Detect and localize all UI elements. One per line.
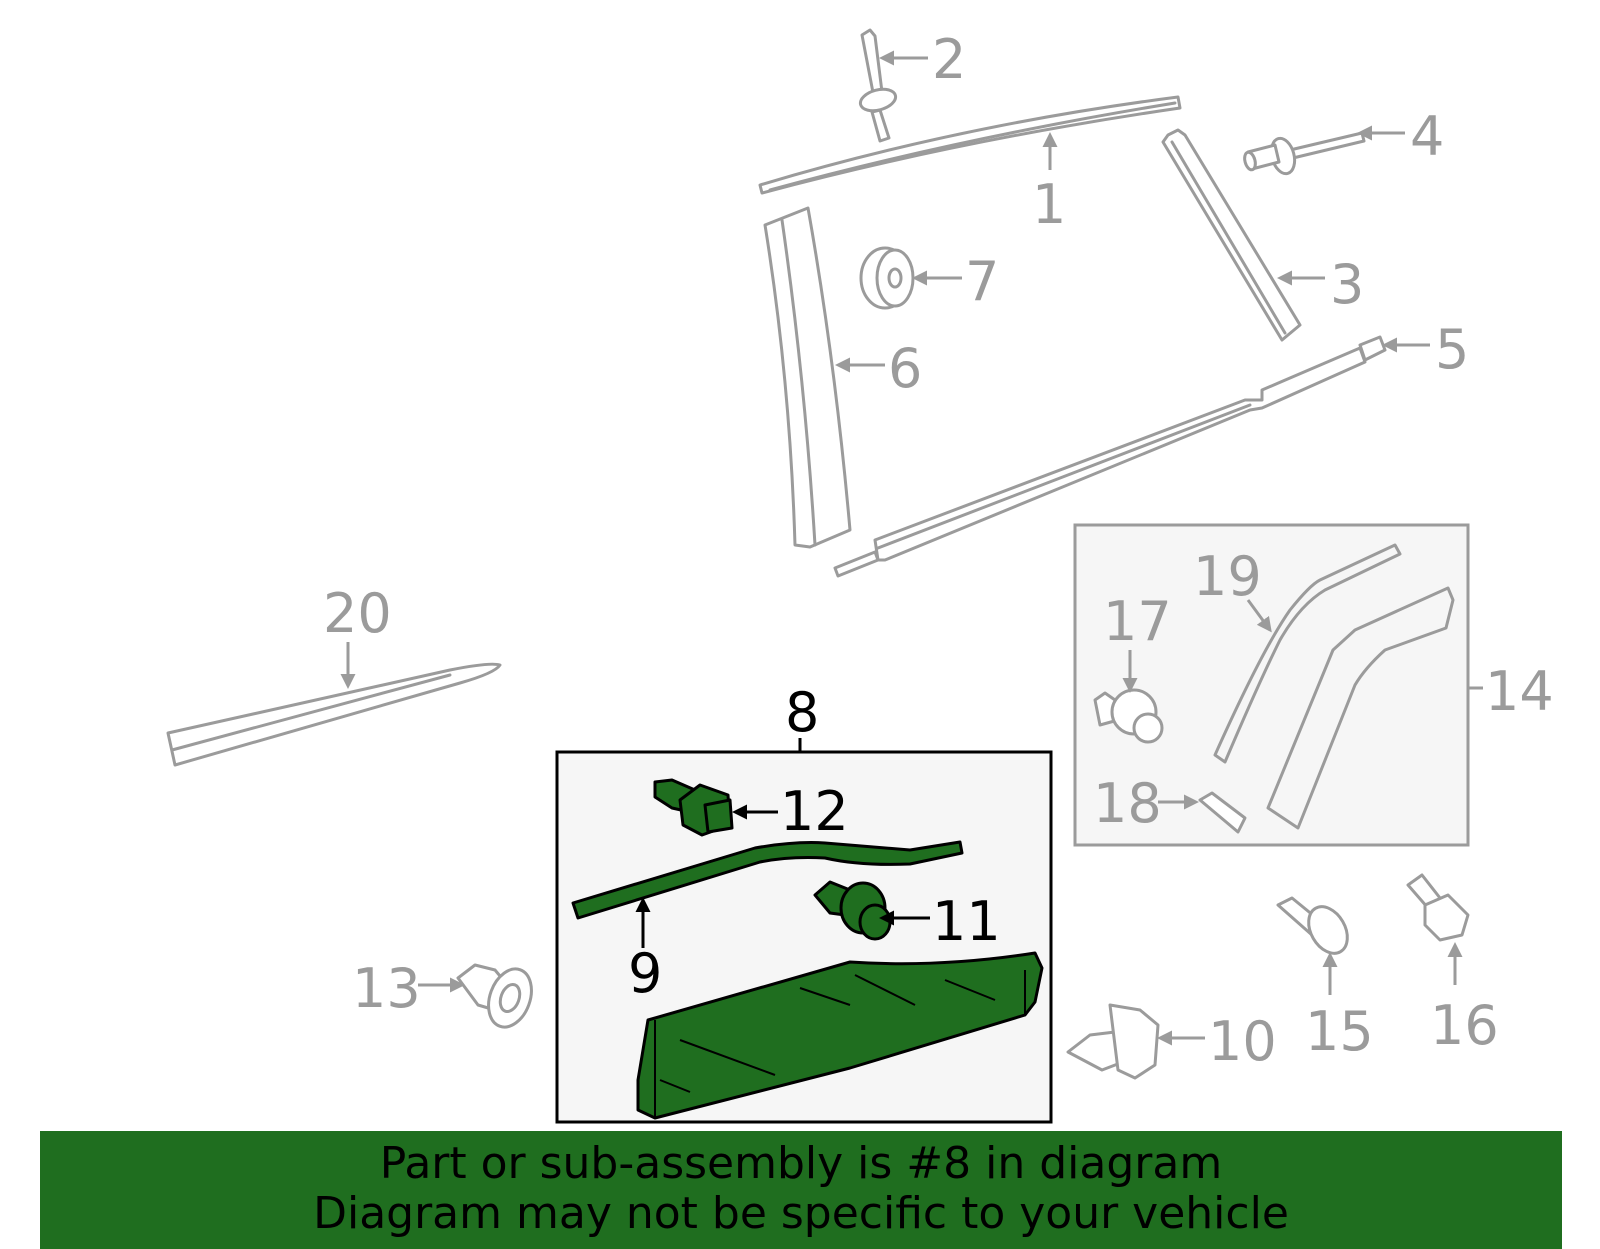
info-banner: Part or sub-assembly is #8 in diagram Di…	[40, 1131, 1562, 1249]
part-20-door-molding: 20	[166, 582, 502, 767]
callout-4: 4	[1410, 105, 1444, 168]
part-13-clip: 13	[352, 957, 533, 1029]
sub-assembly-14-box: 14 19 17 18	[1073, 523, 1554, 847]
callout-6: 6	[888, 337, 922, 400]
part-7-grommet: 7	[859, 246, 999, 313]
callout-10: 10	[1208, 1010, 1277, 1073]
callout-12: 12	[780, 780, 849, 843]
callout-20: 20	[323, 582, 392, 645]
callout-7: 7	[965, 250, 999, 313]
banner-line-1: Part or sub-assembly is #8 in diagram	[379, 1138, 1223, 1189]
part-17-clip: 17	[1093, 590, 1172, 744]
part-4-bolt: 4	[1243, 105, 1444, 176]
part-1-roof-molding: 1	[758, 95, 1182, 236]
callout-17: 17	[1103, 590, 1172, 653]
callout-3: 3	[1330, 253, 1364, 316]
part-16-bolt: 16	[1406, 873, 1499, 1057]
callout-19: 19	[1193, 545, 1262, 608]
part-12-clip: 12	[653, 778, 849, 843]
part-3-pillar-trim: 3	[1161, 128, 1364, 342]
callout-15: 15	[1305, 1000, 1374, 1063]
callout-18: 18	[1093, 772, 1162, 835]
banner-line-2: Diagram may not be specific to your vehi…	[313, 1188, 1289, 1239]
callout-13: 13	[352, 957, 421, 1020]
callout-9: 9	[628, 942, 662, 1005]
callout-1: 1	[1032, 173, 1066, 236]
part-5-belt-molding: 5	[833, 318, 1469, 578]
part-8-garnish-panel[interactable]	[636, 951, 1044, 1120]
callout-14: 14	[1485, 660, 1554, 723]
callout-2: 2	[932, 28, 966, 91]
part-9-seal: 9	[571, 840, 964, 1005]
part-15-screw: 15	[1276, 896, 1374, 1063]
sub-assembly-8-box: 8 12 9 11	[555, 681, 1053, 1124]
part-2-rivet: 2	[858, 28, 966, 143]
callout-11: 11	[932, 890, 1001, 953]
part-18-tape: 18	[1093, 772, 1247, 835]
callout-16: 16	[1430, 994, 1499, 1057]
part-6-pillar-applique: 6	[763, 206, 922, 549]
callout-8: 8	[785, 681, 819, 744]
callout-5: 5	[1435, 318, 1469, 381]
part-10-clip: 10	[1066, 1003, 1277, 1080]
part-11-clip: 11	[813, 880, 1001, 953]
